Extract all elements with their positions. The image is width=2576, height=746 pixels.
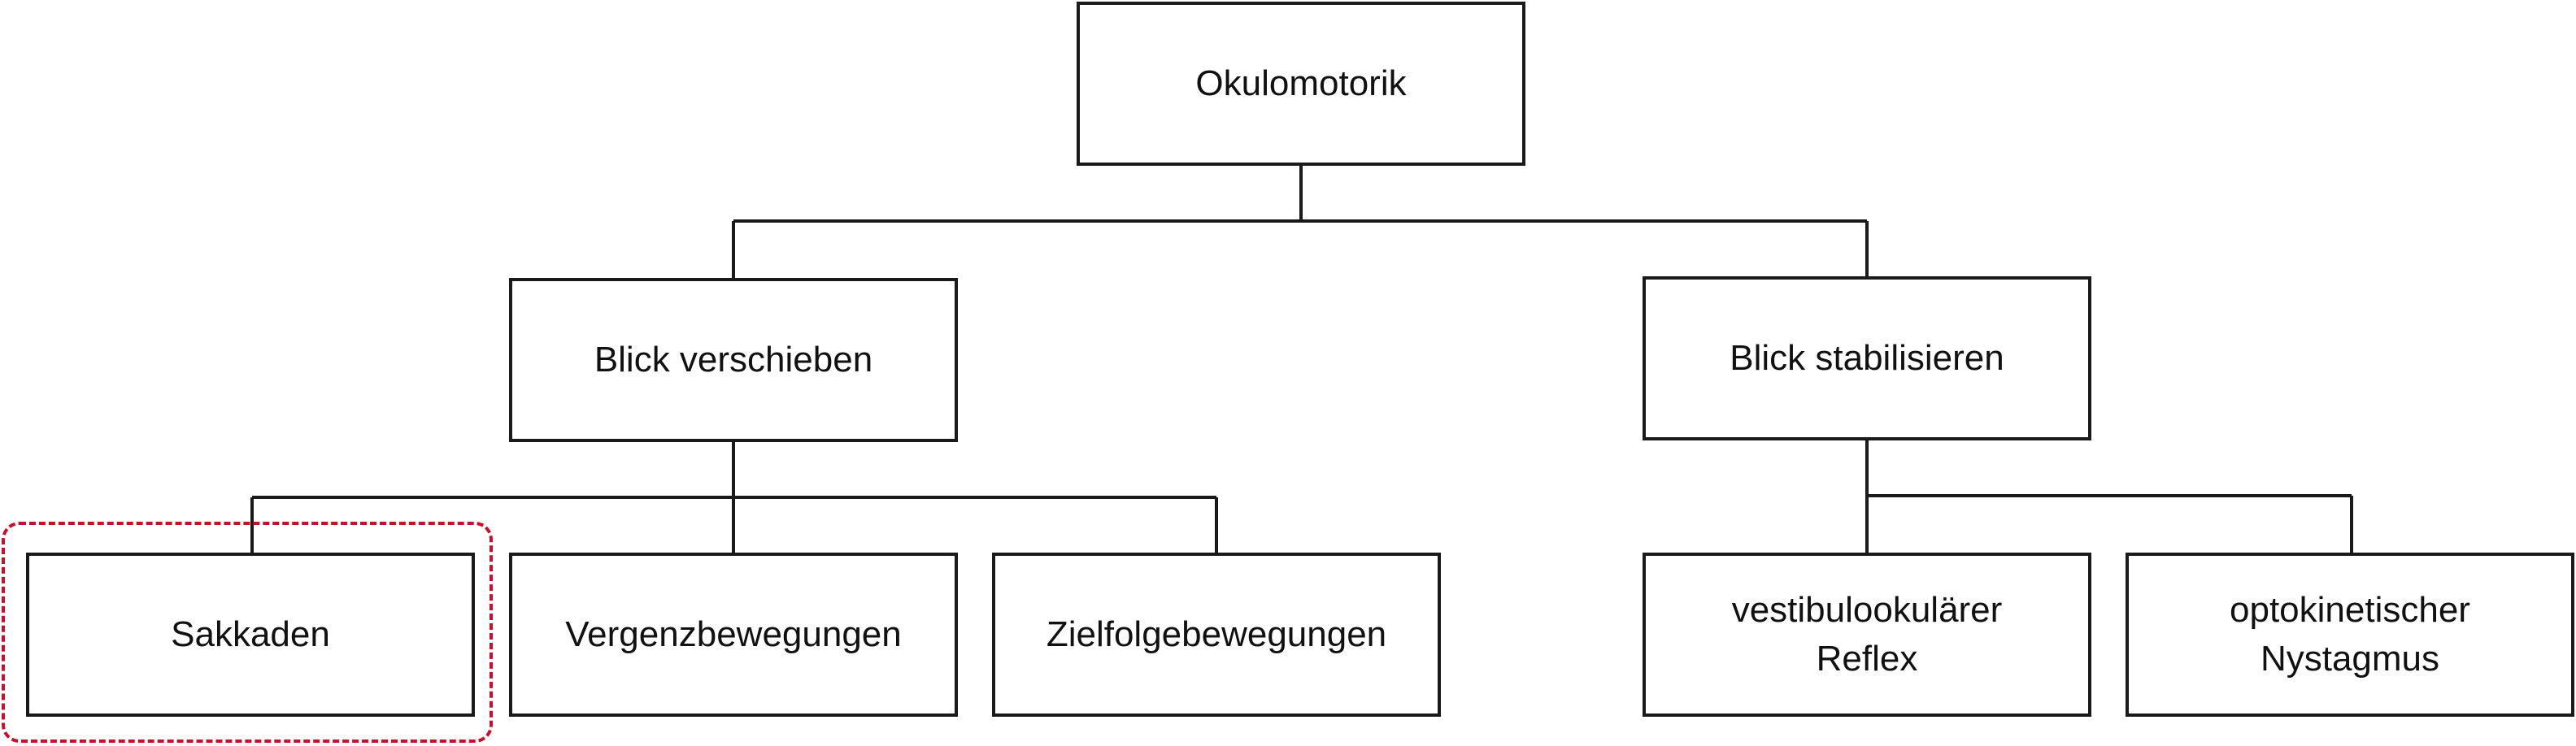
sakkaden-highlight-outline — [2, 522, 493, 743]
node-label: Sakkaden — [171, 614, 330, 654]
node-label-line-1: vestibulookulärer — [1731, 590, 2003, 630]
node-vestibulookulaerer-reflex: vestibulookulärer Reflex — [1643, 553, 2091, 717]
node-label-line-2: Reflex — [1816, 639, 1918, 679]
node-label-line-2: Nystagmus — [2260, 639, 2440, 679]
node-label: Zielfolgebewegungen — [1046, 614, 1387, 654]
node-blick-verschieben: Blick verschieben — [509, 278, 958, 442]
node-label: Vergenzbewegungen — [565, 614, 902, 654]
node-blick-stabilisieren: Blick stabilisieren — [1643, 276, 2091, 440]
node-label: Blick stabilisieren — [1730, 338, 2004, 378]
node-label: Okulomotorik — [1195, 63, 1407, 103]
node-zielfolgebewegungen: Zielfolgebewegungen — [992, 553, 1441, 717]
node-optokinetischer-nystagmus: optokinetischer Nystagmus — [2126, 553, 2574, 717]
node-label-line-1: optokinetischer — [2230, 590, 2470, 630]
node-label: Blick verschieben — [594, 340, 873, 380]
node-sakkaden: Sakkaden — [26, 553, 475, 717]
node-okulomotorik: Okulomotorik — [1077, 2, 1525, 166]
node-vergenzbewegungen: Vergenzbewegungen — [509, 553, 958, 717]
